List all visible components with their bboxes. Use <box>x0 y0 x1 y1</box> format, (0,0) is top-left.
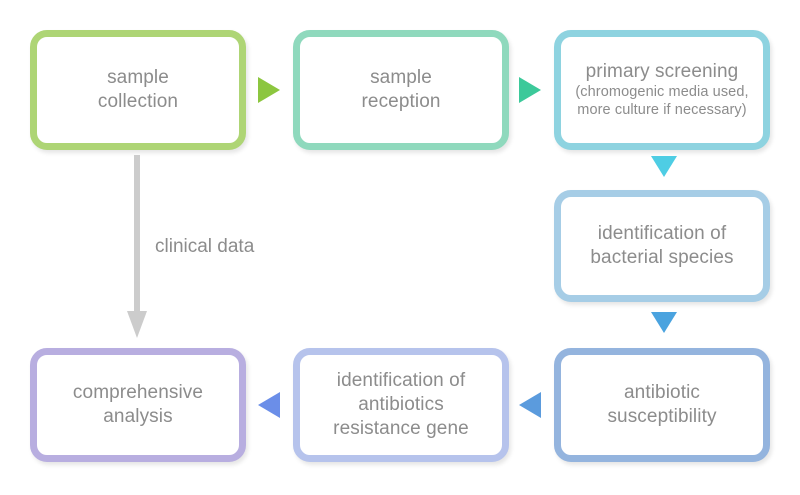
node-label-line: collection <box>97 91 179 112</box>
arrow-head <box>127 311 147 338</box>
node-sample-collection[interactable]: sample collection <box>30 30 246 150</box>
node-label-line: antibiotic <box>624 381 700 403</box>
node-comprehensive-analysis[interactable]: comprehensive analysis <box>30 348 246 462</box>
node-label-line: analysis <box>103 406 173 427</box>
node-label-line: bacterial species <box>590 247 734 268</box>
node-label-line: susceptibility <box>607 406 717 427</box>
node-label-line: identification of <box>597 222 727 244</box>
node-label-line: sample <box>370 66 432 88</box>
node-label-line: antibiotics <box>358 393 444 415</box>
node-label-line: identification of <box>336 369 466 391</box>
arrow-down-icon-screening-to-species <box>651 156 677 177</box>
node-identification-of-antibiotics-resistance-gene[interactable]: identification of antibiotics resistance… <box>293 348 509 462</box>
arrow-down-icon-species-to-susceptibility <box>651 312 677 333</box>
arrow-left-icon-resistance-to-analysis <box>258 392 280 418</box>
node-identification-of-bacterial-species[interactable]: identification of bacterial species <box>554 190 770 302</box>
node-label-line: comprehensive <box>72 381 204 403</box>
node-primary-screening[interactable]: primary screening (chromogenic media use… <box>554 30 770 150</box>
node-label-line: sample <box>107 66 169 88</box>
arrow-shaft <box>134 155 140 313</box>
arrow-left-icon-susceptibility-to-resistance <box>519 392 541 418</box>
node-antibiotic-susceptibility[interactable]: antibiotic susceptibility <box>554 348 770 462</box>
node-label-line: primary screening <box>585 61 739 83</box>
node-sample-reception[interactable]: sample reception <box>293 30 509 150</box>
arrow-down-icon-collection-to-analysis <box>127 155 147 338</box>
arrow-right-icon-collection-to-reception <box>258 77 280 103</box>
node-label-sub: (chromogenic media used, more culture if… <box>575 84 749 119</box>
node-label-line: reception <box>361 91 441 112</box>
node-label-line: resistance gene <box>333 418 469 440</box>
edge-label-clinical-data: clinical data <box>155 236 255 257</box>
arrow-right-icon-reception-to-screening <box>519 77 541 103</box>
